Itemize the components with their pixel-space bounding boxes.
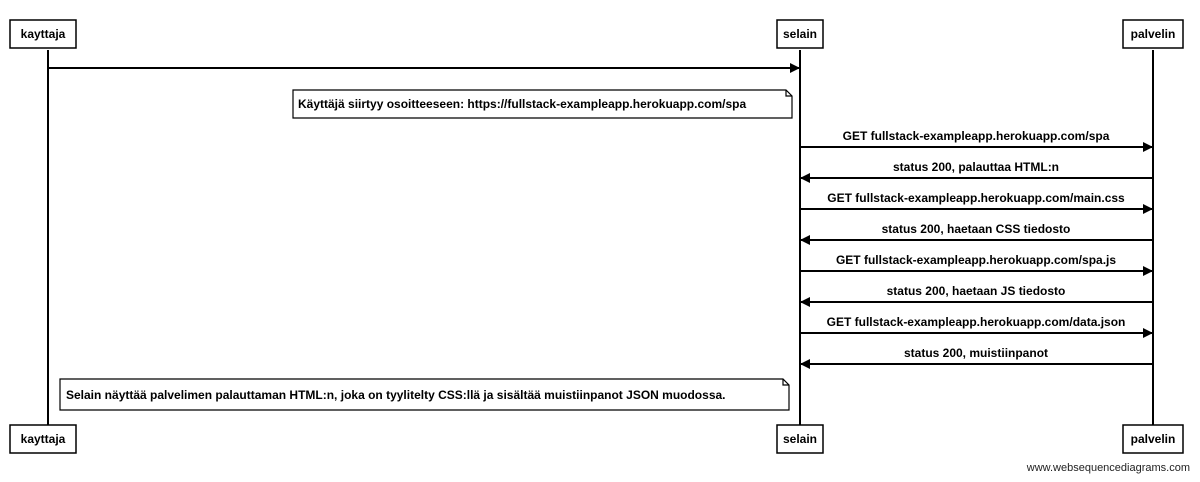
message-label-5: GET fullstack-exampleapp.herokuapp.com/s… [836,253,1116,267]
actor-selain-top-label: selain [783,27,817,41]
note-1: Selain näyttää palvelimen palauttaman HT… [59,378,790,411]
actor-palvelin-top-label: palvelin [1131,27,1176,41]
actor-selain-bottom-label: selain [783,432,817,446]
message-label-6: status 200, haetaan JS tiedosto [887,284,1066,298]
actor-palvelin-top: palvelin [1122,19,1184,49]
note-0-text: Käyttäjä siirtyy osoitteeseen: https://f… [298,97,746,111]
actor-palvelin-bottom-label: palvelin [1131,432,1176,446]
message-label-7: GET fullstack-exampleapp.herokuapp.com/d… [827,315,1126,329]
watermark-link[interactable]: www.websequencediagrams.com [1026,462,1190,474]
actor-kayttaja-top: kayttaja [9,19,77,49]
actor-kayttaja-top-label: kayttaja [21,27,66,41]
message-label-2: status 200, palauttaa HTML:n [893,160,1059,174]
message-label-8: status 200, muistiinpanot [904,346,1048,360]
actor-selain-bottom: selain [776,424,824,454]
actor-kayttaja-bottom-label: kayttaja [21,432,66,446]
actor-palvelin-bottom: palvelin [1122,424,1184,454]
actor-kayttaja-bottom: kayttaja [9,424,77,454]
message-label-4: status 200, haetaan CSS tiedosto [882,222,1071,236]
message-label-3: GET fullstack-exampleapp.herokuapp.com/m… [827,191,1125,205]
actor-selain-top: selain [776,19,824,49]
note-0: Käyttäjä siirtyy osoitteeseen: https://f… [292,89,793,119]
note-1-text: Selain näyttää palvelimen palauttaman HT… [66,388,726,402]
message-label-1: GET fullstack-exampleapp.herokuapp.com/s… [843,129,1110,143]
